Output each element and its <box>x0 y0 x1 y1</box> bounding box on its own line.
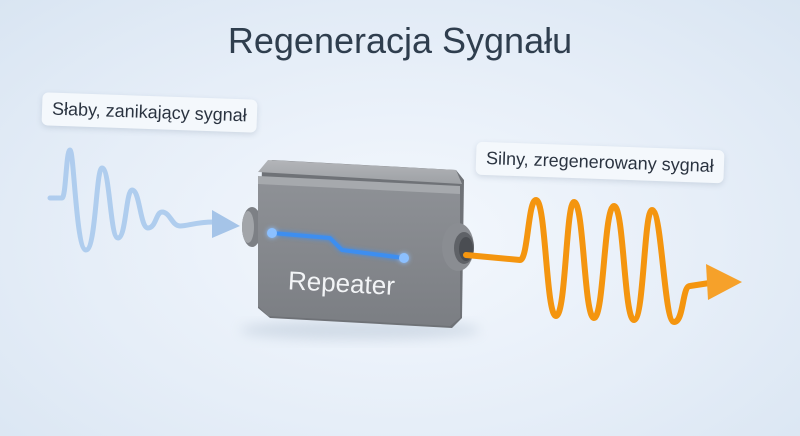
repeater-device <box>258 160 464 328</box>
weak-signal-wave <box>47 147 240 253</box>
strong-signal-wave <box>463 197 742 325</box>
arrow-right-icon <box>706 264 742 300</box>
diagram-title: Regeneracja Sygnału <box>227 20 573 61</box>
indicator-light <box>267 228 409 263</box>
arrow-right-icon <box>212 210 240 238</box>
output-connector <box>442 223 474 271</box>
input-connector <box>242 207 262 247</box>
device-label: Repeater <box>287 265 396 301</box>
